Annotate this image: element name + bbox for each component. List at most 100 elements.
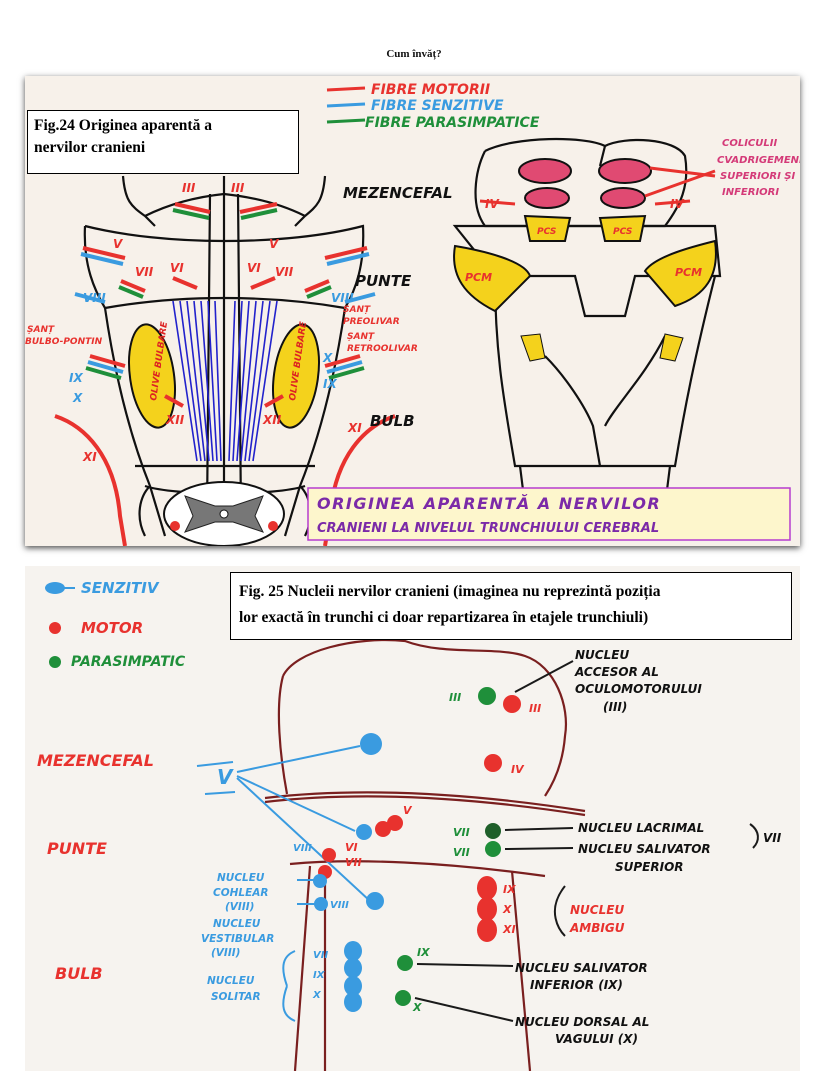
- svg-text:X: X: [412, 1001, 422, 1014]
- pcm-label-right: PCM: [675, 266, 702, 279]
- pcm-left: [453, 244, 532, 313]
- svg-text:X: X: [502, 903, 512, 916]
- svg-text:VII: VII: [313, 950, 328, 961]
- svg-text:VIII: VIII: [293, 843, 312, 854]
- svg-text:VI: VI: [247, 261, 261, 275]
- fig25-punte: PUNTE: [47, 839, 107, 858]
- svg-text:VII: VII: [275, 265, 294, 279]
- svg-text:RETROOLIVAR: RETROOLIVAR: [347, 344, 418, 354]
- svg-text:XI: XI: [82, 450, 97, 464]
- svg-text:(VIII): (VIII): [211, 947, 240, 959]
- svg-text:ACCESOR AL: ACCESOR AL: [574, 665, 659, 679]
- svg-text:VIII: VIII: [330, 900, 349, 911]
- svg-text:(VIII): (VIII): [225, 901, 254, 913]
- colicul-sup-left: [518, 158, 572, 184]
- svg-text:COHLEAR: COHLEAR: [213, 887, 269, 899]
- fig25-numerals-red: III IV V VI VII IX X XI: [345, 702, 541, 936]
- fig24-drawing: FIBRE MOTORII FIBRE SENZITIVE FIBRE PARA…: [25, 82, 800, 546]
- pcs-right: [598, 214, 647, 242]
- svg-text:NUCLEU: NUCLEU: [207, 975, 255, 987]
- nerve-numerals-left: III III V V VII VI VI VII XII XII XI XI: [82, 181, 362, 464]
- fig25-drawing: SENZITIV MOTOR PARASIMPATIC MEZENCEFAL P…: [37, 579, 782, 1071]
- svg-text:ȘANȚ: ȘANȚ: [27, 325, 55, 335]
- svg-text:OCULOMOTORULUI: OCULOMOTORULUI: [575, 682, 702, 696]
- svg-text:NUCLEU: NUCLEU: [213, 918, 261, 930]
- fig25-arrows: [414, 660, 759, 1022]
- svg-text:VII: VII: [345, 856, 362, 869]
- svg-text:V: V: [269, 237, 280, 251]
- fig25-caption: Fig. 25 Nucleii nervilor cranieni (imagi…: [230, 572, 792, 640]
- fig24-caption: Fig.24 Originea aparentă a nervilor cran…: [27, 110, 299, 174]
- figure-24: FIBRE MOTORII FIBRE SENZITIVE FIBRE PARA…: [25, 76, 800, 546]
- svg-text:ȘANȚ: ȘANȚ: [347, 332, 375, 342]
- svg-text:BULBO-PONTIN: BULBO-PONTIN: [25, 337, 103, 347]
- coliculii-label: COLICULII CVADRIGEMENI SUPERIORI ȘI INFE…: [717, 138, 800, 198]
- svg-text:VII: VII: [763, 831, 782, 845]
- legend-parasimpatic: FIBRE PARASIMPATICE: [365, 115, 540, 131]
- label-bulb: BULB: [370, 412, 415, 430]
- svg-text:III: III: [449, 691, 461, 704]
- legend-motor: FIBRE MOTORII: [371, 82, 490, 98]
- svg-text:NUCLEU: NUCLEU: [217, 872, 265, 884]
- fig25-caption-line2: lor exactă în trunchi ci doar repartizar…: [239, 609, 649, 626]
- fig25-left-labels: NUCLEU COHLEAR (VIII) NUCLEU VESTIBULAR …: [201, 872, 274, 1003]
- bottom-caption-line2: CRANIENI LA NIVELUL TRUNCHIULUI CEREBRAL: [317, 521, 659, 536]
- svg-text:NUCLEU DORSAL AL: NUCLEU DORSAL AL: [515, 1015, 649, 1029]
- svg-text:PREOLIVAR: PREOLIVAR: [343, 317, 400, 327]
- nuclei: [313, 687, 521, 1012]
- colicul-inf-left: [524, 187, 570, 209]
- olive-left: [128, 323, 176, 429]
- legend-parasimpatic-line: [326, 118, 366, 124]
- svg-text:XI: XI: [347, 421, 362, 435]
- fig24-caption-line2: nervilor cranieni: [34, 139, 146, 156]
- svg-text:VII: VII: [135, 265, 154, 279]
- fig25-numerals-green: III VII VII IX X: [412, 691, 470, 1014]
- v-arrows: [236, 745, 371, 902]
- svg-text:SUPERIORI ȘI: SUPERIORI ȘI: [720, 171, 796, 182]
- svg-text:VI: VI: [345, 841, 358, 854]
- legend-senzitiv: SENZITIV: [81, 579, 160, 597]
- fig25-outline: [264, 639, 586, 1071]
- svg-text:CVADRIGEMENI: CVADRIGEMENI: [717, 155, 800, 166]
- nerve-numerals-left-sens: VIII VIII IX X X IX: [69, 291, 354, 405]
- pyramids: [172, 300, 278, 462]
- legend-motor: MOTOR: [81, 619, 143, 637]
- legend-parasimpatic: PARASIMPATIC: [71, 654, 186, 670]
- svg-text:INFERIORI: INFERIORI: [722, 187, 779, 198]
- bottom-caption-line1: ORIGINEA APARENTĂ A NERVILOR: [317, 494, 661, 513]
- legend-parasimpatic-dot: [49, 656, 61, 668]
- legend-motor-line: [326, 86, 366, 92]
- svg-text:NUCLEU: NUCLEU: [570, 903, 624, 917]
- fig24-caption-line1: Fig.24 Originea aparentă a: [34, 117, 212, 134]
- svg-text:NUCLEU: NUCLEU: [575, 648, 629, 662]
- legend-senzitiv-line: [326, 102, 366, 108]
- svg-text:COLICULII: COLICULII: [722, 138, 777, 149]
- svg-text:VI: VI: [170, 261, 184, 275]
- fig25-bulb: BULB: [55, 964, 103, 983]
- svg-text:XII: XII: [262, 413, 282, 427]
- fig25-v-label: V: [217, 765, 234, 789]
- label-punte: PUNTE: [355, 272, 412, 290]
- svg-text:XII: XII: [165, 413, 185, 427]
- fig25-numerals-blue: VIII VIII VII IX X: [293, 843, 349, 1001]
- iv-left: IV: [485, 197, 500, 211]
- svg-text:SUPERIOR: SUPERIOR: [615, 860, 684, 874]
- legend-motor-dot: [49, 622, 61, 634]
- svg-text:V: V: [403, 804, 413, 817]
- colicul-inf-right: [600, 187, 646, 209]
- svg-text:III: III: [529, 702, 541, 715]
- label-mezencefal: MEZENCEFAL: [343, 184, 453, 202]
- fig25-caption-line1: Fig. 25 Nucleii nervilor cranieni (imagi…: [239, 583, 661, 600]
- svg-text:VAGULUI (X): VAGULUI (X): [555, 1032, 638, 1046]
- svg-text:NUCLEU SALIVATOR: NUCLEU SALIVATOR: [578, 842, 711, 856]
- svg-text:IV: IV: [511, 763, 525, 776]
- svg-text:IX: IX: [417, 946, 430, 959]
- svg-text:VII: VII: [453, 826, 470, 839]
- svg-text:NUCLEU LACRIMAL: NUCLEU LACRIMAL: [578, 821, 704, 835]
- figure-25: SENZITIV MOTOR PARASIMPATIC MEZENCEFAL P…: [25, 566, 800, 1071]
- pcs-left: [523, 214, 572, 242]
- iv-fibers: [479, 166, 716, 206]
- legend-senzitiv: FIBRE SENZITIVE: [371, 98, 504, 114]
- svg-text:SOLITAR: SOLITAR: [211, 991, 261, 1003]
- iv-right: IV: [670, 197, 685, 211]
